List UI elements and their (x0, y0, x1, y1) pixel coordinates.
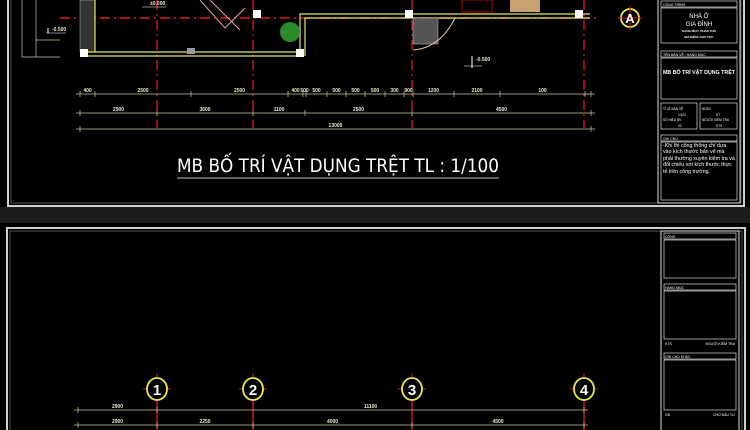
svg-text:GĐ: GĐ (665, 413, 671, 417)
dimension-label: 400 (83, 88, 92, 94)
svg-text:SỐ HIỆU BV: SỐ HIỆU BV (663, 117, 682, 122)
dimension-label: 500 (332, 88, 341, 94)
column (296, 49, 304, 57)
svg-text:1/100: 1/100 (678, 113, 686, 117)
column (405, 10, 413, 18)
column (80, 49, 88, 57)
sheet-separator (0, 207, 750, 223)
grid-bubble-1[interactable]: 1 (143, 373, 171, 401)
svg-text:TÊN BẢN VẼ / HẠNG MỤC: TÊN BẢN VẼ / HẠNG MỤC (663, 52, 706, 57)
plant-icon (280, 22, 300, 42)
dimension-label: 300 (390, 88, 399, 94)
svg-text:CÔNG: CÔNG (665, 234, 676, 239)
dimension-label: 3600 (199, 107, 210, 113)
svg-text:-0.500: -0.500 (476, 57, 490, 63)
svg-text:KTS: KTS (716, 124, 722, 128)
svg-text:NGƯỜI KIỂM TRA: NGƯỜI KIỂM TRA (705, 341, 735, 346)
grid-bubble-2[interactable]: 2 (239, 373, 267, 401)
grid-bubble-label: 1 (153, 382, 161, 399)
dimension-label: 900 (404, 88, 413, 94)
wall-hatch (79, 0, 96, 53)
dimension-label: 500 (312, 88, 321, 94)
svg-text:02: 02 (678, 124, 682, 128)
dimension-label: 4000 (327, 419, 338, 425)
grid-bubble-4[interactable]: 4 (570, 373, 598, 401)
dimension-label: 2500 (234, 88, 245, 94)
grid-bubble-label: 3 (408, 382, 416, 399)
grid-axes: 1 2 3 4 (143, 373, 598, 430)
bottom-sheet-frame (6, 227, 746, 430)
dimension-label: 500 (371, 88, 380, 94)
cabinet (510, 0, 540, 12)
svg-text:A: A (625, 11, 635, 26)
elevation-mark-left: -0.500 (46, 27, 66, 34)
svg-text:ĐỊA ĐIỂM: KHU VỰC: ĐỊA ĐIỂM: KHU VỰC (684, 34, 714, 39)
title-block: CÔNG TRÌNH NHÀ Ở GIA ĐÌNH HẠNG MỤC: PHẦN… (657, 0, 741, 204)
svg-text:HẠNG MỤC: PHẦN THÔ: HẠNG MỤC: PHẦN THÔ (682, 28, 717, 33)
dimension-label: 2500 (137, 88, 148, 94)
dimension-lines: 2900 11100 2900 2250 4000 4500 (74, 404, 588, 428)
svg-text:-0.500: -0.500 (52, 27, 66, 33)
svg-text:KTS: KTS (665, 342, 672, 346)
svg-text:CÔNG TRÌNH: CÔNG TRÌNH (663, 2, 686, 7)
svg-text:GHI CHÚ KHÁC: GHI CHÚ KHÁC (665, 355, 691, 359)
door-swing (199, 0, 246, 31)
svg-text:±0.000: ±0.000 (150, 1, 165, 7)
elevation-mark-right: -0.500 (464, 56, 490, 68)
dimension-label: 1100 (274, 107, 285, 113)
top-sheet-frame (7, 0, 745, 207)
svg-text:TỈ LỆ BẢN VẼ: TỈ LỆ BẢN VẼ (663, 106, 683, 111)
svg-text:GHI CHÚ: GHI CHÚ (663, 137, 678, 141)
dimension-label: 11100 (364, 404, 378, 410)
dimension-label: 4500 (492, 419, 503, 425)
stair-hatch (412, 17, 439, 45)
grid-bubble-A[interactable]: A (618, 6, 642, 30)
svg-text:KT: KT (716, 113, 720, 117)
svg-text:NGÀY: NGÀY (702, 107, 712, 111)
dimension-label: 2900 (112, 404, 123, 410)
svg-text:GIA ĐÌNH: GIA ĐÌNH (686, 21, 712, 28)
window (187, 48, 195, 54)
svg-text:MB BỐ TRÍ VẬT DỤNG TRỆT: MB BỐ TRÍ VẬT DỤNG TRỆT (663, 68, 735, 76)
dimension-label: 400 (291, 88, 300, 94)
grid-bubble-label: 2 (249, 382, 257, 399)
svg-text:NGƯỜI KIỂM TRA: NGƯỜI KIỂM TRA (702, 117, 730, 122)
elevation-mark-top: ±0.000 (142, 1, 166, 8)
drawing-title: MB BỐ TRÍ VẬT DỤNG TRỆT TL : 1/100 (177, 151, 499, 177)
grid-bubble-3[interactable]: 3 (398, 373, 426, 401)
grid-bubble-label: 4 (580, 382, 589, 399)
dimension-label: 2900 (112, 419, 123, 425)
svg-text:CHỦ ĐẦU TƯ: CHỦ ĐẦU TƯ (713, 412, 735, 417)
dimension-label: 500 (351, 88, 360, 94)
dimension-label: 2500 (353, 107, 364, 113)
dimension-label: 4500 (496, 107, 507, 113)
toilet (461, 0, 493, 13)
svg-text:NHÀ Ở: NHÀ Ở (689, 13, 708, 20)
notes-text: -Khi thi công thông chỉ dựa vào kích thư… (663, 143, 735, 175)
dimension-label: 13000 (329, 123, 343, 129)
door-swing (412, 17, 456, 51)
column (575, 10, 583, 18)
dimension-label: 500 (300, 88, 309, 94)
dimension-label: 2900 (113, 107, 124, 113)
dimension-label: 2250 (199, 419, 210, 425)
title-block-bottom: CÔNG HẠNG MỤC KTS NGƯỜI KIỂM TRA GHI CHÚ… (660, 230, 740, 430)
dimension-label: 2100 (471, 88, 482, 94)
column (253, 10, 261, 18)
dimension-label: 100 (538, 88, 547, 94)
dimension-label: 1200 (428, 88, 439, 94)
svg-text:HẠNG MỤC: HẠNG MỤC (665, 286, 685, 290)
